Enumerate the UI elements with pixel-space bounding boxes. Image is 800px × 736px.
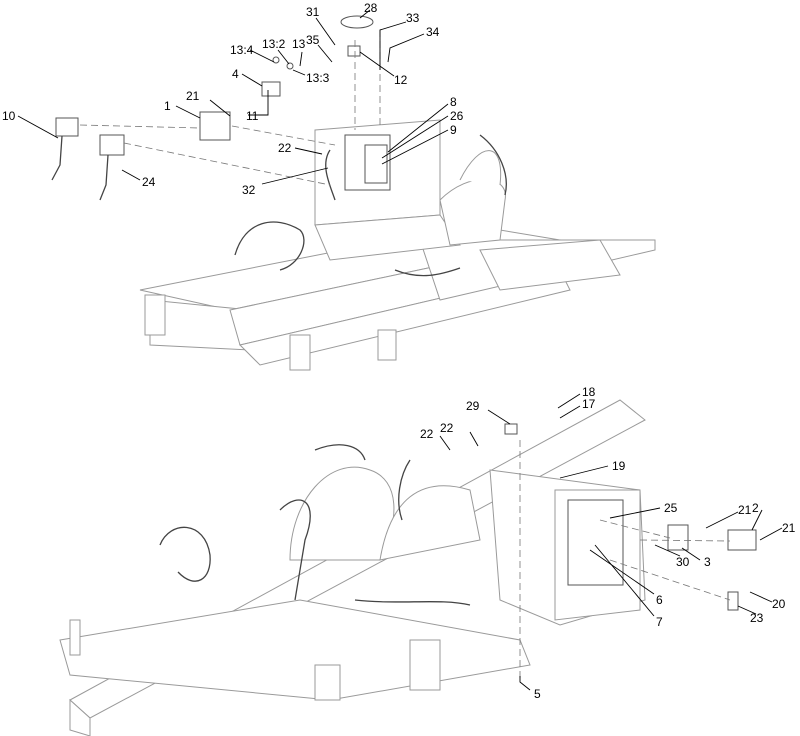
- callout-17: 17: [582, 397, 596, 411]
- callout-2: 2: [752, 501, 759, 515]
- callout-8: 8: [450, 95, 457, 109]
- callout-13: 13: [292, 37, 306, 51]
- callout-3: 3: [704, 555, 711, 569]
- callout-31: 31: [306, 5, 320, 19]
- callout-21-right-b: 21: [782, 521, 796, 535]
- callout-26: 26: [450, 109, 464, 123]
- callout-11: 11: [246, 109, 259, 123]
- callout-29: 29: [466, 399, 480, 413]
- callout-33: 33: [406, 11, 420, 25]
- callout-13-2: 13:2: [262, 37, 286, 51]
- callout-25: 25: [664, 501, 678, 515]
- callout-34: 34: [426, 25, 440, 39]
- connector-10-icon: [51, 117, 79, 181]
- callout-35: 35: [306, 33, 320, 47]
- callout-32: 32: [242, 183, 256, 197]
- callout-20: 20: [772, 597, 786, 611]
- lower-frame-assembly: [59, 399, 757, 736]
- callout-21-top: 21: [186, 89, 200, 103]
- callout-6: 6: [656, 593, 663, 607]
- callout-13-4: 13:4: [230, 43, 254, 57]
- callout-19: 19: [612, 459, 626, 473]
- callout-22-top: 22: [278, 141, 292, 155]
- connector-24-icon: [99, 134, 125, 201]
- callout-1: 1: [164, 99, 171, 113]
- leader-lines: [17, 9, 783, 691]
- callout-4: 4: [232, 67, 239, 81]
- callout-labels: 1 2 3 4 5 6 7 8 9 10 11 12 13 13:2 13:3 …: [2, 1, 796, 701]
- callout-30: 30: [676, 555, 690, 569]
- callout-28: 28: [364, 1, 378, 15]
- callout-23: 23: [750, 611, 764, 625]
- callout-22-bottom-a: 22: [420, 427, 434, 441]
- callout-13-3: 13:3: [306, 71, 330, 85]
- callout-24: 24: [142, 175, 156, 189]
- upper-frame-assembly: [51, 15, 656, 371]
- callout-21-right-a: 21: [738, 503, 752, 517]
- callout-18: 18: [582, 385, 596, 399]
- callout-22-bottom-b: 22: [440, 421, 454, 435]
- callout-10: 10: [2, 109, 16, 123]
- callout-7: 7: [656, 615, 663, 629]
- callout-5: 5: [534, 687, 541, 701]
- callout-12: 12: [394, 73, 408, 87]
- callout-9: 9: [450, 123, 457, 137]
